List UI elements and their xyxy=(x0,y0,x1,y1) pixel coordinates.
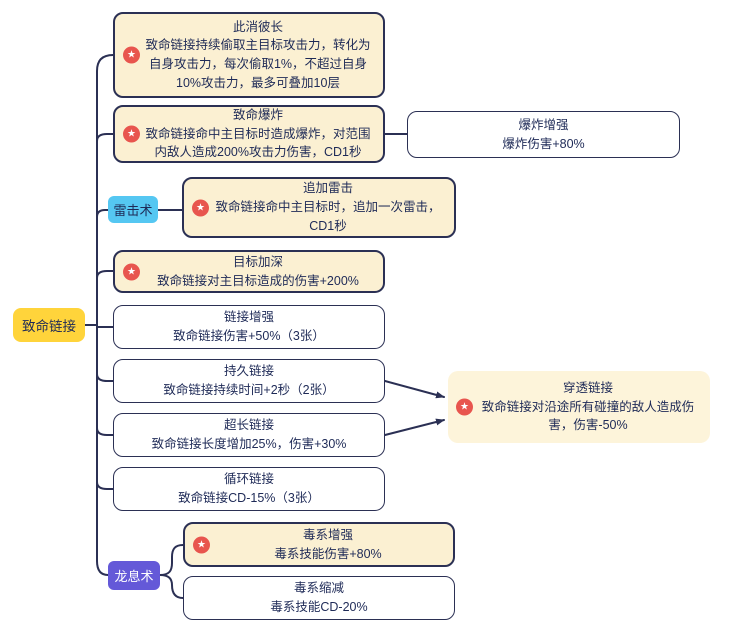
node-target-amplify[interactable]: ★ 目标加深 致命链接对主目标造成的伤害+200% xyxy=(113,250,385,293)
node-lasting-link[interactable]: 持久链接 致命链接持续时间+2秒（2张） xyxy=(113,359,385,403)
star-badge-icon: ★ xyxy=(456,398,473,416)
node-body: 致命链接对沿途所有碰撞的敌人造成伤害，伤害-50% xyxy=(481,399,695,433)
node-title: 追加雷击 xyxy=(302,181,353,196)
node-body: 致命链接长度增加25%，伤害+30% xyxy=(151,437,347,451)
node-lethal-explosion[interactable]: ★ 致命爆炸 致命链接命中主目标时造成爆炸，对范围内敌人造成200%攻击力伤害，… xyxy=(113,105,385,163)
tag-thunder-label: 雷击术 xyxy=(113,203,153,218)
node-cycle-link[interactable]: 循环链接 致命链接CD-15%（3张） xyxy=(113,467,385,511)
star-badge-icon: ★ xyxy=(123,125,140,143)
root-node[interactable]: 致命链接 xyxy=(13,308,85,342)
node-body: 致命链接持续偷取主目标攻击力，转化为自身攻击力，每次偷取1%，不超过自身10%攻… xyxy=(145,38,371,90)
node-body: 致命链接对主目标造成的伤害+200% xyxy=(157,273,359,288)
node-title: 此消彼长 xyxy=(232,19,283,34)
tag-dragon-breath-skill[interactable]: 龙息术 xyxy=(108,561,160,590)
node-title: 持久链接 xyxy=(223,364,274,379)
node-extra-lightning[interactable]: ★ 追加雷击 致命链接命中主目标时，追加一次雷击，CD1秒 xyxy=(182,177,456,238)
node-body: 爆炸伤害+80% xyxy=(502,136,585,151)
node-trade-off[interactable]: ★ 此消彼长 致命链接持续偷取主目标攻击力，转化为自身攻击力，每次偷取1%，不超… xyxy=(113,12,385,98)
node-title: 穿透链接 xyxy=(562,380,613,395)
node-body: 毒系技能伤害+80% xyxy=(274,546,382,561)
star-badge-icon: ★ xyxy=(192,199,209,216)
root-node-label: 致命链接 xyxy=(22,319,76,334)
node-link-boost[interactable]: 链接增强 致命链接伤害+50%（3张） xyxy=(113,305,385,349)
node-body: 致命链接命中主目标时，追加一次雷击，CD1秒 xyxy=(215,200,441,233)
node-extended-link[interactable]: 超长链接 致命链接长度增加25%，伤害+30% xyxy=(113,413,385,457)
node-title: 循环链接 xyxy=(223,472,274,487)
node-title: 链接增强 xyxy=(223,310,274,325)
tag-dragon-label: 龙息术 xyxy=(114,569,154,584)
node-title: 目标加深 xyxy=(232,254,283,269)
tag-thunder-skill[interactable]: 雷击术 xyxy=(108,196,158,223)
node-poison-boost[interactable]: ★ 毒系增强 毒系技能伤害+80% xyxy=(183,522,455,567)
node-pierce-link[interactable]: ★ 穿透链接 致命链接对沿途所有碰撞的敌人造成伤害，伤害-50% xyxy=(448,371,710,443)
node-body: 致命链接伤害+50%（3张） xyxy=(173,329,325,343)
node-title: 致命爆炸 xyxy=(232,107,283,122)
node-body: 致命链接命中主目标时造成爆炸，对范围内敌人造成200%攻击力伤害，CD1秒 xyxy=(145,126,371,160)
node-title: 爆炸增强 xyxy=(518,117,569,132)
node-title: 超长链接 xyxy=(223,418,274,433)
star-badge-icon: ★ xyxy=(193,536,210,553)
node-body: 致命链接持续时间+2秒（2张） xyxy=(163,383,335,397)
star-badge-icon: ★ xyxy=(123,263,140,280)
star-badge-icon: ★ xyxy=(123,46,140,64)
node-poison-cdr[interactable]: 毒系缩减 毒系技能CD-20% xyxy=(183,576,455,620)
node-body: 致命链接CD-15%（3张） xyxy=(178,491,320,505)
node-explosion-boost[interactable]: 爆炸增强 爆炸伤害+80% xyxy=(407,111,680,158)
node-body: 毒系技能CD-20% xyxy=(270,600,368,614)
node-title: 毒系缩减 xyxy=(293,581,344,596)
node-title: 毒系增强 xyxy=(302,527,353,542)
